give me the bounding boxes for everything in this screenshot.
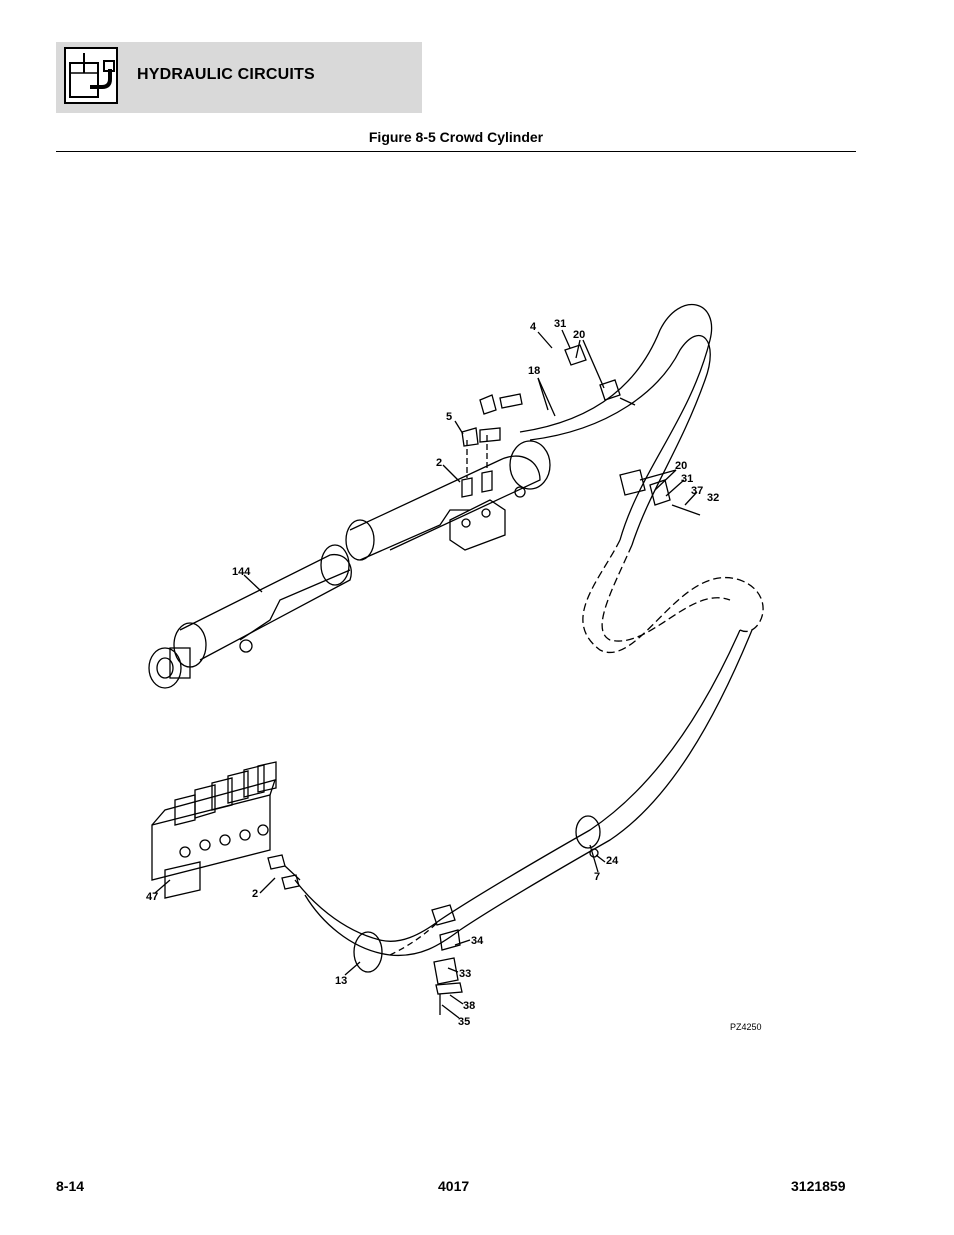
callout-33: 33 (459, 968, 471, 980)
figure-ref-code: PZ4250 (730, 1022, 762, 1032)
callout-13: 13 (335, 975, 347, 987)
callout-5: 5 (446, 411, 452, 423)
callout-2-upper: 2 (436, 457, 442, 469)
footer-model: 4017 (438, 1178, 470, 1194)
callout-2-lower: 2 (252, 888, 258, 900)
callout-4: 4 (530, 321, 537, 333)
section-title: HYDRAULIC CIRCUITS (137, 66, 315, 83)
callout-35: 35 (458, 1016, 470, 1028)
callout-20-upper: 20 (573, 329, 585, 341)
header-band: HYDRAULIC CIRCUITS (56, 42, 422, 113)
hydraulic-circuit-icon (64, 47, 118, 104)
callout-18: 18 (528, 365, 540, 377)
callout-24: 24 (606, 855, 619, 867)
footer-manual-number: 3121859 (791, 1178, 846, 1194)
callout-7: 7 (594, 871, 600, 883)
callout-31-middle: 31 (681, 473, 693, 485)
callout-144: 144 (232, 566, 251, 578)
callout-34: 34 (471, 935, 484, 947)
callout-47: 47 (146, 891, 158, 903)
footer-page-number: 8-14 (56, 1178, 85, 1194)
callout-20-middle: 20 (675, 460, 687, 472)
callout-32: 32 (707, 492, 719, 504)
header-rule (56, 151, 856, 152)
callout-labels: 4 31 20 18 5 2 20 31 37 32 144 24 7 47 2… (146, 318, 762, 1032)
callout-37: 37 (691, 485, 703, 497)
figure-title: Figure 8-5 Crowd Cylinder (368, 129, 544, 145)
callout-38: 38 (463, 1000, 475, 1012)
callout-31-upper: 31 (554, 318, 566, 330)
